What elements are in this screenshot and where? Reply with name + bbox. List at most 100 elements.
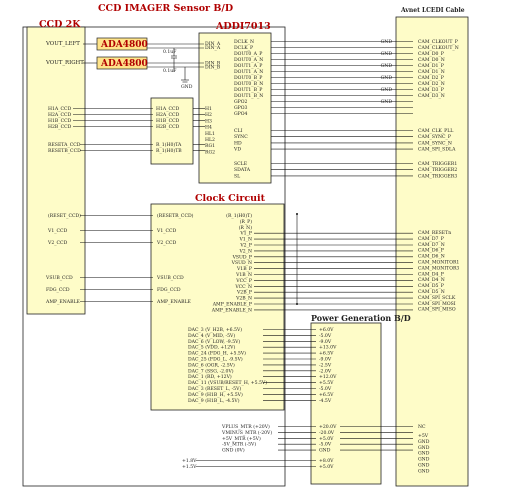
clock-left-pin: FDG_CCD: [157, 287, 181, 293]
cable-supply-label: GND: [418, 445, 430, 451]
addi-input-pin: DIN_B: [205, 65, 221, 71]
power-input-value: +5.5V: [319, 380, 334, 386]
supply-label: GND (0V): [222, 447, 245, 454]
power-title: Power Generation B/D: [311, 313, 411, 323]
cable-bottom-signal: CAM_D4_N: [418, 277, 445, 283]
cable-bottom-signal: CAM_D5_P: [418, 283, 444, 289]
clock-right-pin: (R_P): [240, 218, 253, 225]
addi-left-pin: RG2: [205, 149, 215, 155]
supply-value: -5.0V: [319, 442, 332, 448]
power-input-value: +6.5V: [319, 351, 334, 357]
cable-bottom-signal: CAM_MONITOR1: [418, 260, 459, 266]
ccd-h-signal: H1A_CCD: [48, 106, 72, 112]
sensor-board-title: CCD IMAGER Sensor B/D: [98, 3, 233, 14]
cable-bottom-signal: CAM_RESETn: [418, 230, 451, 236]
addi-right-pin: SCLE: [234, 161, 247, 167]
h-block-label: H2A_CCD: [156, 112, 180, 118]
clock-title: Clock Circuit: [195, 193, 266, 204]
dac-label: DAC_6 (OGR, -2.5V): [188, 361, 235, 368]
cable-top-signal: CAM_CLKOUT_N: [418, 45, 459, 51]
cable-top-signal: CAM_D2_P: [418, 75, 444, 81]
clock-right-pin: V1_N: [238, 237, 252, 243]
vout-right-label: VOUT_RIGHT: [45, 60, 84, 66]
clock-right-pin: V2B_N: [235, 296, 252, 302]
supply-label: VMINUS_MTR (-20V): [221, 429, 272, 436]
cable-bottom-signal: CAM_MONITOR3: [418, 265, 459, 271]
addi-output-pin: DOUT1_B_N: [234, 93, 263, 99]
addi-left-pin: HL2: [205, 137, 215, 143]
dac-label: DAC_3 (V_H2B, +6.5V): [188, 326, 242, 333]
cable-nc-label: NC: [418, 424, 426, 430]
power-input-value: -5.0V: [319, 333, 332, 339]
cable-top-signal: CAM_D1_P: [418, 63, 444, 69]
junction-dot: [296, 213, 298, 215]
clock-right-pin: V1_P: [239, 231, 252, 237]
cable-bottom-signal: CAM_D4_P: [418, 271, 444, 277]
cable-gnd-label: GND: [381, 99, 393, 105]
cable-bottom-signal: CAM_SPI_MISO: [418, 307, 456, 313]
gnd-symbol-label: GND: [181, 84, 193, 90]
cable-mid-signal: CAM_SYNC_P: [418, 134, 451, 140]
supply-value: +5.0V: [319, 436, 334, 442]
addi-output-pin: DOUT0_A_N: [234, 57, 263, 63]
addi-input-pin: DIN_A: [205, 45, 221, 51]
cable-bottom-signal: CAM_D7_P: [418, 236, 444, 242]
cable-supply-label: GND: [418, 463, 430, 469]
ccd-title: CCD 2K: [39, 19, 81, 30]
clock-right-pin: VCC_P: [235, 278, 252, 284]
ccd-h-signal: H1B_CCD: [48, 118, 72, 124]
amplifier-top-label: ADA4800: [100, 40, 148, 50]
dac-label: DAC_5 (VDD, +12V): [188, 344, 235, 351]
clock-left-pin: V2_CCD: [156, 240, 177, 246]
ccd-v-signal: V2_CCD: [47, 240, 68, 246]
vout-left-label: VOUT_LEFT: [45, 41, 80, 47]
dac-label: DAC_1 (RD, +12V): [188, 373, 232, 380]
h-block-label: H2B_CCD: [156, 124, 180, 130]
addi-input-pin: DIN_A: [205, 41, 221, 47]
cable-top-signal: CAM_D3_N: [418, 93, 445, 99]
cable-gnd-label: GND: [381, 63, 393, 69]
cable-top-signal: CAM_CLKOUT_P: [418, 39, 458, 45]
clock-right-pin: VSUD_P: [232, 254, 252, 260]
dac-label: DAC_25 (FDG_L, -9.5V): [188, 356, 243, 363]
cable-gnd-label: GND: [381, 51, 393, 57]
addi-output-pin: DOUT0_B_N: [234, 81, 263, 87]
cable-mid-signal: CAM_SPI_SDLA: [418, 147, 456, 153]
supply-label: -5V_MTR (-5V): [222, 441, 256, 448]
addi-left-pin: H1: [205, 106, 212, 112]
junction-dot: [296, 303, 298, 305]
clock-left-pin: AMP_ENABLE: [156, 299, 191, 305]
addi-right-pin: CLI: [234, 128, 243, 134]
cable-top-signal: CAM_D3_P: [418, 87, 444, 93]
addi-right-pin: HD: [234, 140, 242, 146]
cap-label-top: 0.1uF: [163, 49, 176, 55]
supply-value: -20.0V: [319, 430, 335, 436]
power-input-value: -5.0V: [319, 386, 332, 392]
clock-right-pin: (R_1(H0)T): [226, 212, 252, 219]
clock-right-pin: V2_P: [239, 243, 252, 249]
power-input-value: +13.0V: [319, 345, 337, 351]
clock-right-pin: V1B_P: [236, 266, 252, 272]
clock-left-pin: (RESETR_CCD): [157, 212, 194, 219]
dac-label: DAC_11 (VSUB/RESET_H, +5.5V): [188, 379, 267, 386]
cable-supply-label: GND: [418, 457, 430, 463]
rg-block-label: R_1(H0)TA: [156, 141, 182, 148]
cable-bottom-signal: CAM_D6_P: [418, 248, 444, 254]
addi-right-pin: SL: [234, 173, 240, 179]
addi-box: [198, 32, 272, 184]
cable-bottom-signal: CAM_SPI_SCLK: [418, 295, 456, 301]
cable-bottom-signal: CAM_D6_N: [418, 254, 445, 260]
power-box: [310, 322, 382, 485]
power-input-value: -9.0V: [319, 339, 332, 345]
clock-right-pin: AMP_ENABLE_N: [211, 307, 252, 313]
clock-right-pin: VCC_N: [234, 284, 252, 290]
addi-output-pin: GPO3: [234, 105, 248, 111]
cable-gnd-label: GND: [381, 87, 393, 93]
cable-trigger-signal: CAM_TRIGGER2: [418, 167, 457, 173]
clock-right-pin: (R_N): [239, 224, 253, 231]
addi-right-pin: SDATA: [234, 167, 251, 173]
power-input-value: -4.5V: [319, 398, 332, 404]
supply-label: VPLUS_MTR (+20V): [221, 423, 270, 430]
ccd-v-signal: (RESET_CCD): [48, 212, 81, 219]
